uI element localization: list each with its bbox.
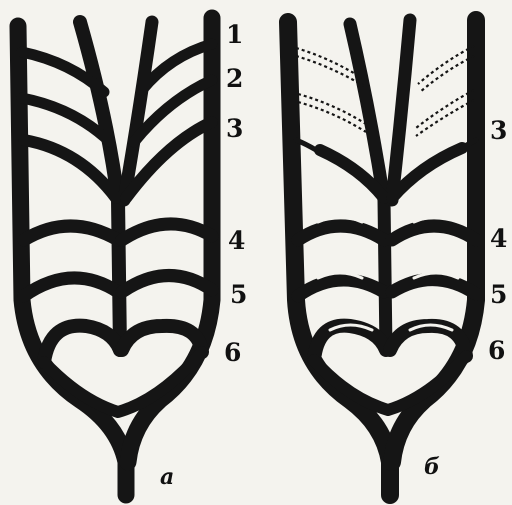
- panel-a-caption: а: [160, 466, 174, 488]
- panel-a-lower-loop: [44, 352, 202, 412]
- panel-a-arch-label-5: 5: [230, 282, 247, 307]
- panel-b-left-trunk: [288, 22, 390, 495]
- panel-a-arch-label-1: 1: [226, 22, 243, 47]
- panel-b-arch-label-4: 4: [490, 226, 507, 251]
- panel-b-reduced-arch-2-right-b: [416, 100, 474, 136]
- panel-b-caption: б: [424, 456, 440, 478]
- panel-b-arch-4-right: [392, 226, 476, 240]
- panel-a-arch-label-4: 4: [228, 228, 245, 253]
- panel-a-arch-5-right: [122, 275, 212, 292]
- panel-b-arch-label-5: 5: [490, 282, 507, 307]
- panel-a-arch-5-left: [24, 278, 118, 296]
- panel-b-reduced-arch-1-right: [418, 46, 474, 84]
- panel-b-arch-5-right: [392, 279, 476, 294]
- panel-b-central-right: [392, 20, 410, 200]
- panel-a-arch-label-2: 2: [226, 66, 243, 91]
- panel-b-arch-5-left: [298, 280, 384, 296]
- panel-b-drawing: [288, 20, 476, 495]
- panel-b-lower-loop: [314, 356, 466, 410]
- panel-b-arch-label-3: 3: [490, 118, 507, 143]
- panel-a-arch-label-6: 6: [224, 340, 241, 365]
- panel-b-reduced-arch-2-left: [298, 94, 366, 124]
- panel-b-arch-6-heart-left: [314, 326, 386, 360]
- panel-a-arch-4-left: [24, 226, 118, 240]
- panel-a-arch-4-right: [122, 224, 212, 240]
- panel-a-arch-label-3: 3: [226, 116, 243, 141]
- panel-a-arch-3-left: [24, 140, 116, 198]
- panel-b-reduced-arch-2-right: [416, 90, 474, 128]
- panel-b-arch-label-6: 6: [488, 338, 505, 363]
- panel-b-arch-4-left: [298, 226, 384, 240]
- panel-a-drawing: [18, 18, 212, 495]
- panel-a-arch-6-heart-left: [44, 326, 120, 362]
- panel-a-arch-6-heart-right: [122, 326, 202, 352]
